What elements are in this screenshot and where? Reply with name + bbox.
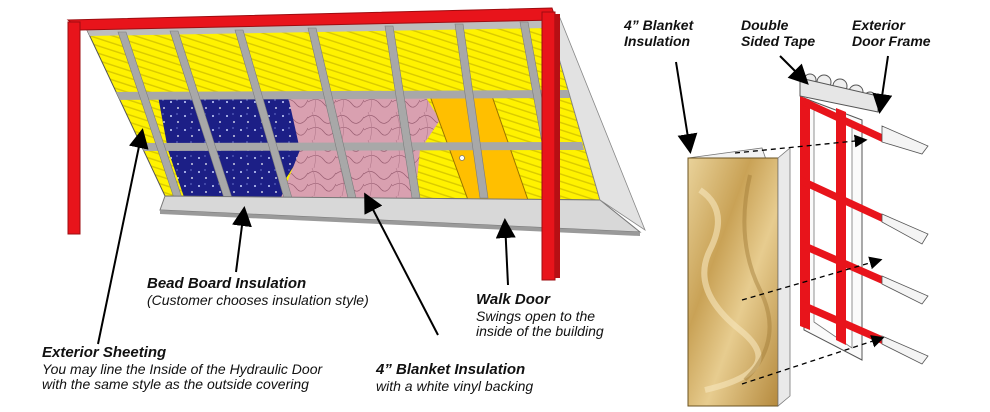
label-exterior-door-frame: Exterior Door Frame: [852, 18, 931, 49]
exterior-door-frame: [800, 96, 928, 364]
label-blanket-insulation-left: 4” Blanket Insulation with a white vinyl…: [376, 362, 533, 394]
label-bead-board: Bead Board Insulation (Customer chooses …: [147, 276, 369, 308]
arrow-double-sided-tape: [780, 56, 806, 82]
arrow-bead-board: [236, 210, 244, 272]
arrow-walk-door: [505, 222, 508, 285]
hydraulic-door-panel: [86, 18, 645, 236]
label-double-sided-tape: Double Sided Tape: [741, 18, 815, 49]
arrow-exterior-sheeting: [98, 132, 142, 344]
label-exterior-sheeting: Exterior Sheeting You may line the Insid…: [42, 345, 322, 393]
arrow-door-frame: [880, 56, 888, 110]
blanket-insulation-batt: [688, 148, 790, 406]
label-walk-door: Walk Door Swings open to the inside of t…: [476, 292, 604, 340]
label-blanket-insulation-right: 4” Blanket Insulation: [624, 18, 693, 49]
arrow-blanket-right: [676, 62, 690, 150]
walk-door-knob-icon: [460, 156, 465, 161]
